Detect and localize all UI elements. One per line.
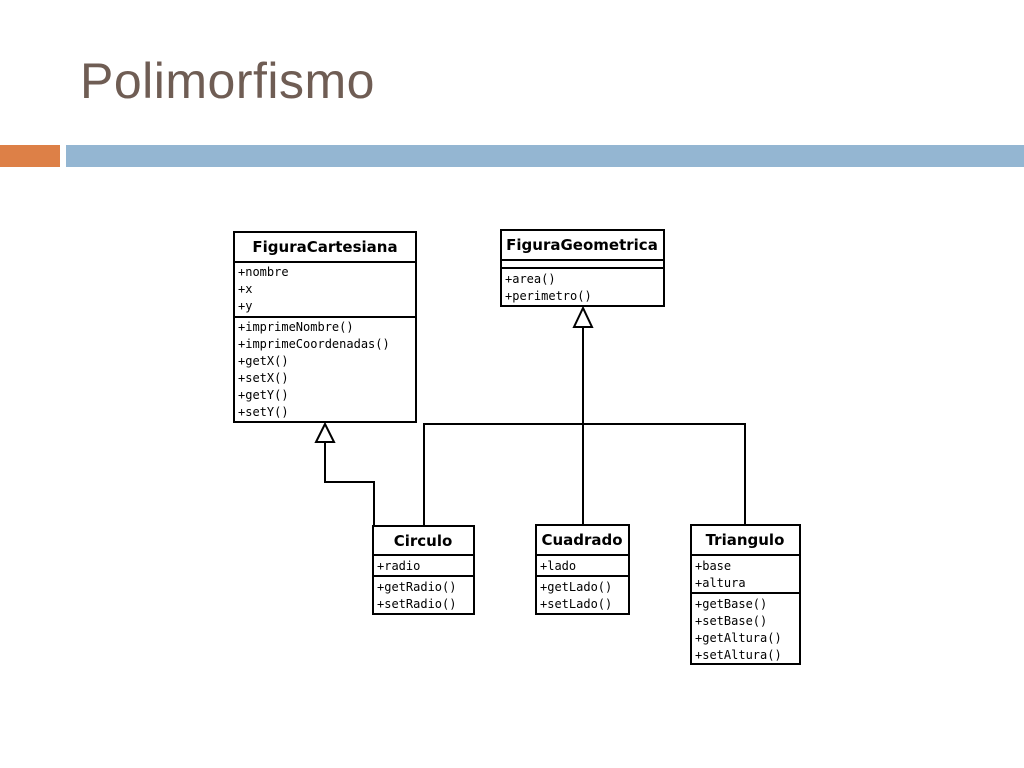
relation-bus-horizontal xyxy=(423,423,746,525)
method: +setBase() xyxy=(695,614,767,628)
method: +imprimeCoordenadas() xyxy=(238,337,390,351)
class-name-circulo: Circulo xyxy=(394,532,453,550)
slide-title: Polimorfismo xyxy=(80,53,375,109)
attribute: +base xyxy=(695,559,731,573)
class-triangulo: Triangulo +base +altura +getBase() +setB… xyxy=(690,524,801,665)
class-circulo: Circulo +radio +getRadio() +setRadio() xyxy=(372,525,475,615)
method: +getRadio() xyxy=(377,580,456,594)
attribute: +y xyxy=(238,299,252,313)
method: +getLado() xyxy=(540,580,612,594)
accent-bar-blue xyxy=(66,145,1024,167)
attribute: +x xyxy=(238,282,252,296)
attribute: +lado xyxy=(540,559,576,573)
method: +area() xyxy=(505,272,556,286)
method: +perimetro() xyxy=(505,289,592,303)
class-figuracartesiana: FiguraCartesiana +nombre +x +y +imprimeN… xyxy=(233,231,417,423)
method: +setRadio() xyxy=(377,597,456,611)
class-name-triangulo: Triangulo xyxy=(706,531,785,549)
attribute: +radio xyxy=(377,559,420,573)
generalization-arrow-figurageometrica xyxy=(572,305,594,328)
method: +getBase() xyxy=(695,597,767,611)
method: +setX() xyxy=(238,371,289,385)
method: +getY() xyxy=(238,388,289,402)
method: +setY() xyxy=(238,405,289,419)
class-name-figurageometrica: FiguraGeometrica xyxy=(506,236,658,254)
class-figurageometrica: FiguraGeometrica +area() +perimetro() xyxy=(500,229,665,307)
relation-circulo-figuracartesiana xyxy=(324,442,375,525)
class-name-cuadrado: Cuadrado xyxy=(541,531,622,549)
method: +imprimeNombre() xyxy=(238,320,354,334)
method: +getAltura() xyxy=(695,631,782,645)
attribute: +nombre xyxy=(238,265,289,279)
attribute: +altura xyxy=(695,576,746,590)
relations xyxy=(314,305,746,525)
class-name-figuracartesiana: FiguraCartesiana xyxy=(252,238,397,256)
method: +getX() xyxy=(238,354,289,368)
accent-bar-orange xyxy=(0,145,60,167)
class-cuadrado: Cuadrado +lado +getLado() +setLado() xyxy=(535,524,630,615)
method: +setAltura() xyxy=(695,648,782,662)
generalization-arrow-figuracartesiana xyxy=(314,421,336,443)
method: +setLado() xyxy=(540,597,612,611)
